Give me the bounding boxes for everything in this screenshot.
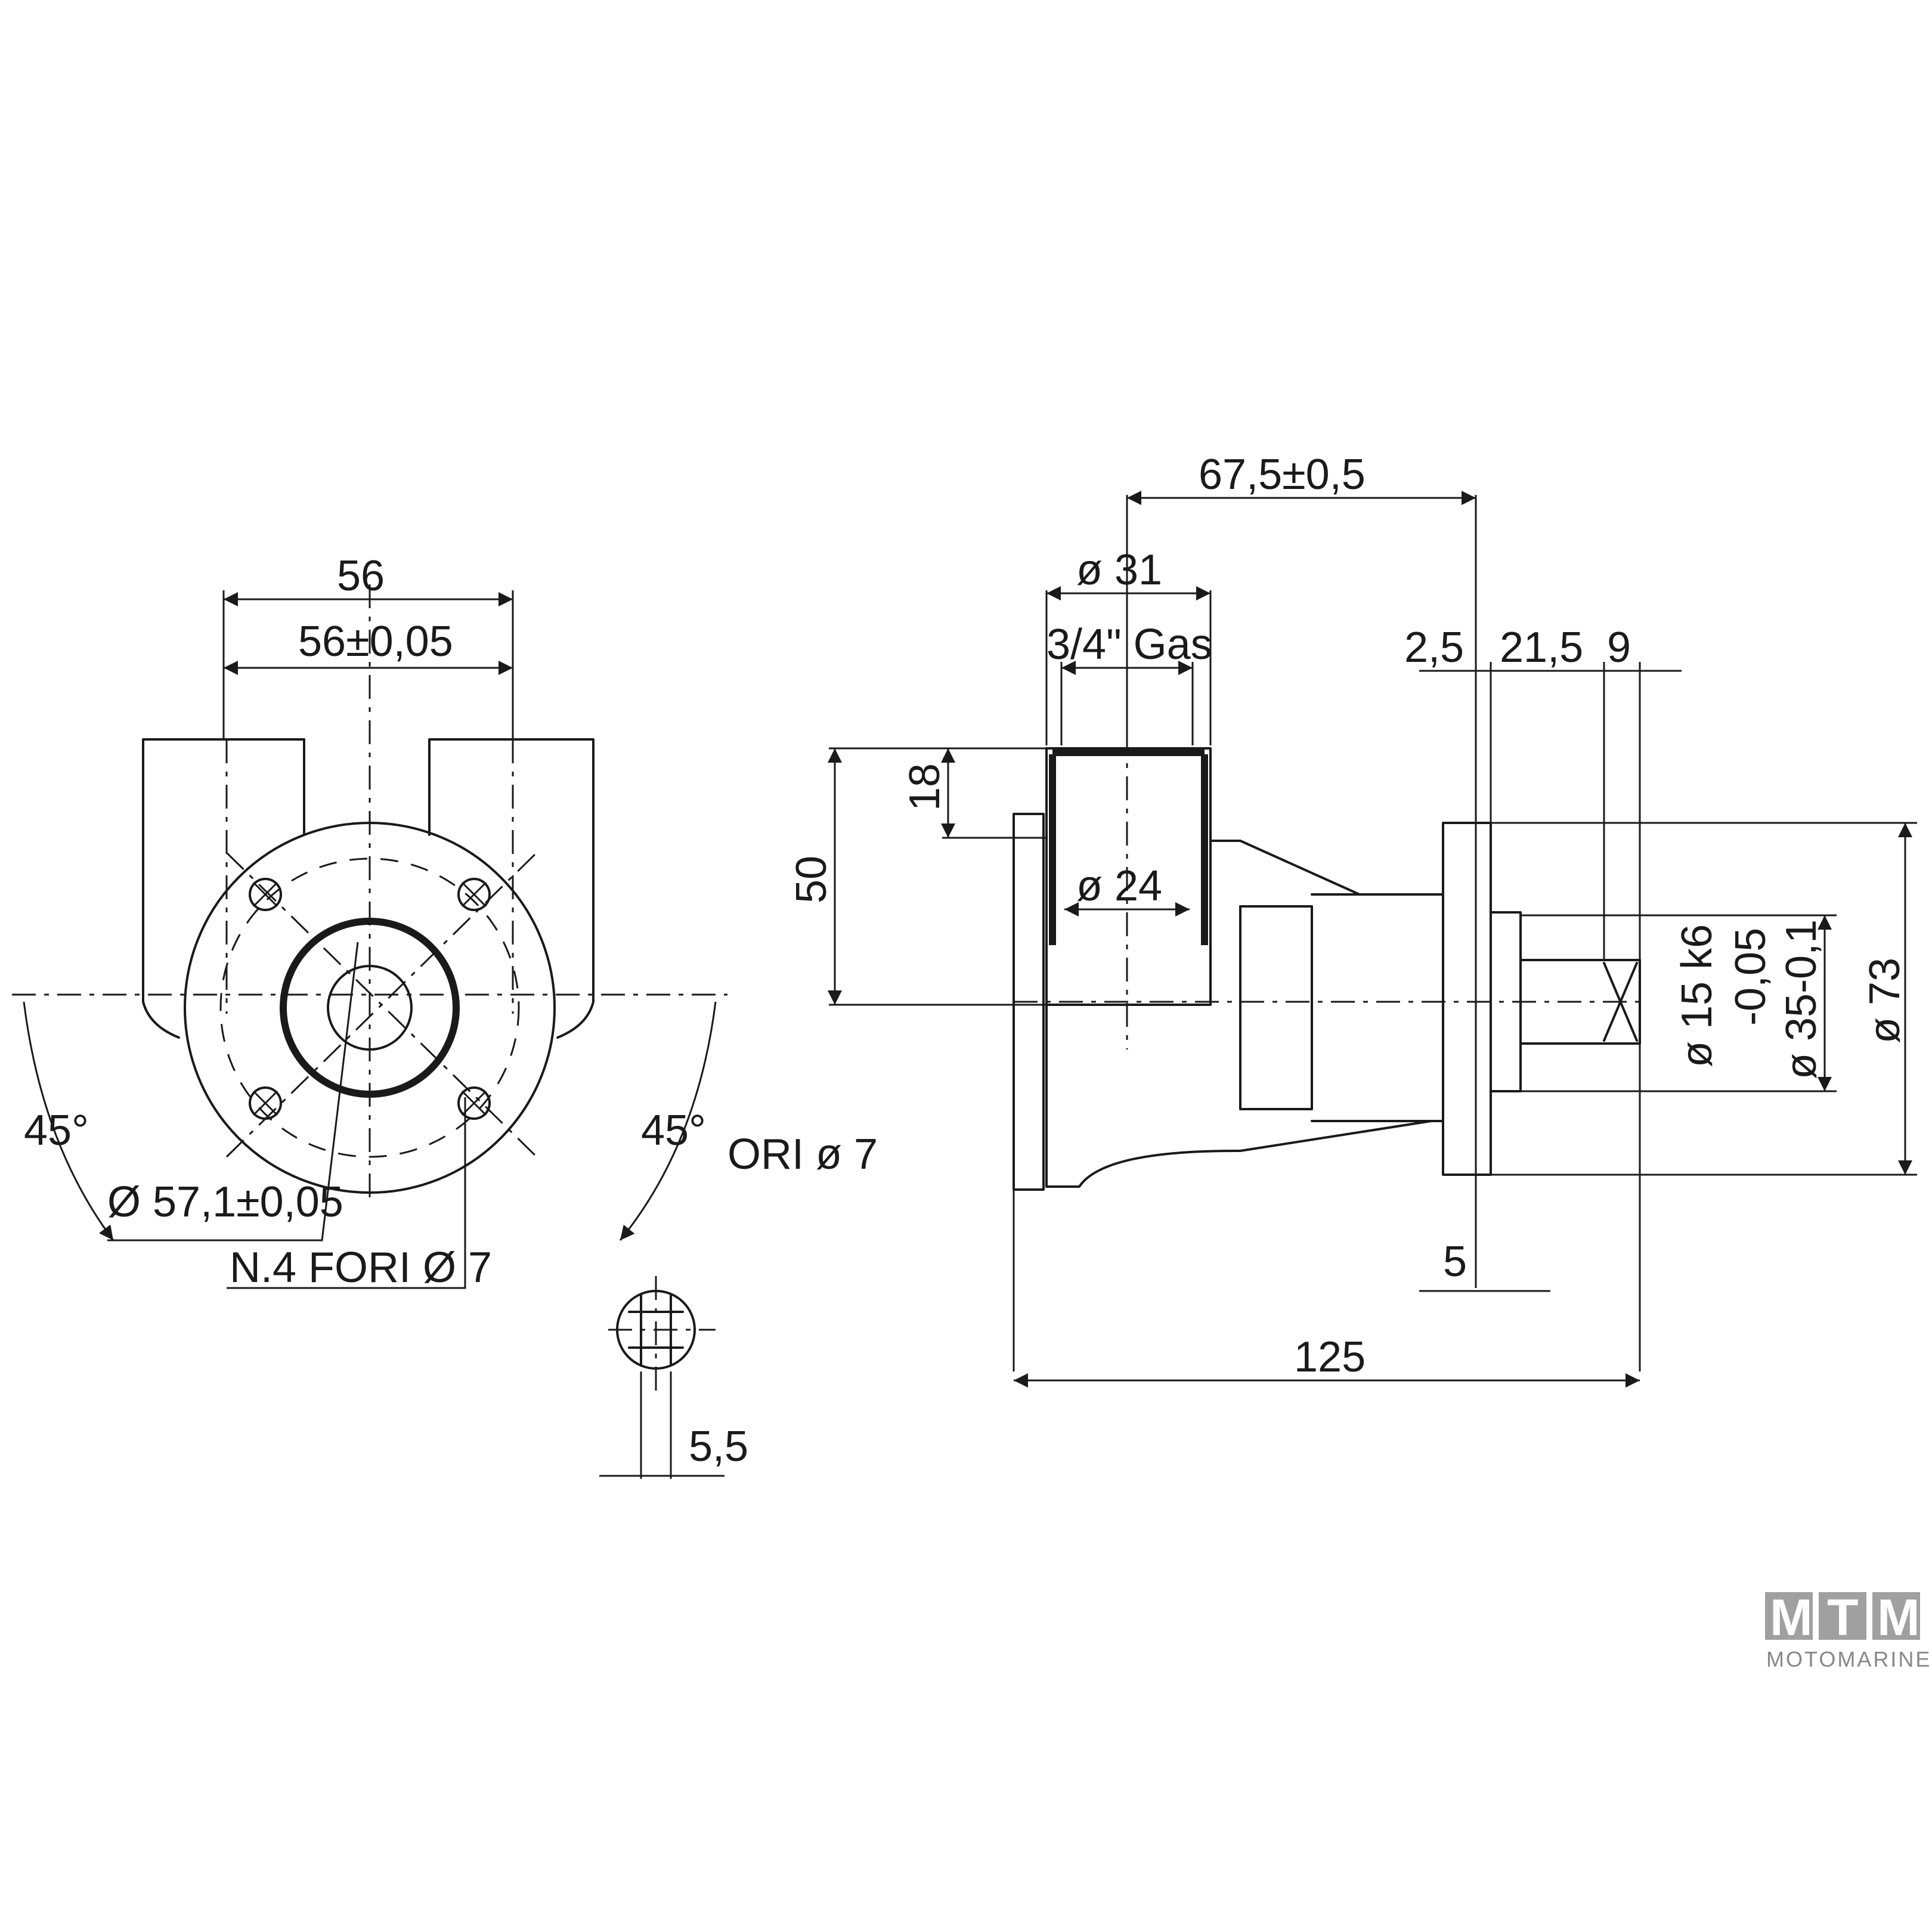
angle-right-label: 45° <box>641 1107 706 1154</box>
dim-port-height: 18 <box>901 763 949 811</box>
bolt-hole <box>457 878 491 911</box>
dim-shaft-diameter: ø 15 k6 <box>1673 924 1721 1067</box>
dim-key-length: 9 <box>1607 624 1631 671</box>
dim-spigot-diameter: ø 35-0,1 <box>1778 919 1825 1079</box>
side-view <box>828 491 1917 1388</box>
ports-note: ORI ø 7 <box>727 1131 878 1178</box>
dim-flange-thickness: 2,5 <box>1404 624 1464 671</box>
dim-spigot-length: 5 <box>1443 1238 1467 1286</box>
dim-overall-length: 125 <box>1294 1333 1366 1381</box>
dim-bore: ø 24 <box>1076 862 1162 910</box>
dim-width-total: 56 <box>337 552 385 600</box>
logo-letter: M <box>1770 1589 1813 1646</box>
bolt-circle <box>219 857 520 1158</box>
front-view <box>12 584 727 1289</box>
mounting-flange <box>1442 822 1492 1176</box>
logo-box <box>1765 1592 1813 1640</box>
logo-letter: T <box>1827 1589 1859 1646</box>
left-port-housing <box>142 738 305 1039</box>
logo-box <box>1819 1592 1866 1640</box>
dim-key-width: 5,5 <box>689 1423 748 1470</box>
dim-shaft-length: 21,5 <box>1500 624 1583 671</box>
right-port-housing <box>428 738 595 1039</box>
dim-width-tolerance: 56±0,05 <box>298 618 453 665</box>
holes-note: N.4 FORI Ø 7 <box>230 1244 492 1292</box>
bolt-hole <box>457 1086 491 1120</box>
port-tube <box>1045 747 1212 1006</box>
dim-shaft-tolerance: -0,05 <box>1727 928 1775 1026</box>
logo-box <box>1872 1592 1920 1640</box>
bolt-hole <box>249 878 282 911</box>
logo-letter: M <box>1877 1589 1920 1646</box>
motomarine-logo: M T M MOTOMARINE <box>1765 1589 1931 1671</box>
dim-bolt-circle: Ø 57,1±0,05 <box>107 1178 343 1226</box>
dim-port-diameter: ø 31 <box>1076 546 1162 594</box>
logo-subtitle: MOTOMARINE <box>1766 1647 1931 1671</box>
pump-body <box>1045 1004 1444 1188</box>
dim-body-height: 50 <box>788 856 835 903</box>
angle-left-label: 45° <box>24 1107 89 1154</box>
dim-overall-to-mount: 67,5±0,5 <box>1199 451 1366 499</box>
dim-flange-diameter: ø 73 <box>1861 958 1909 1044</box>
key-detail <box>599 1276 724 1479</box>
dim-thread: 3/4" Gas <box>1046 621 1212 668</box>
